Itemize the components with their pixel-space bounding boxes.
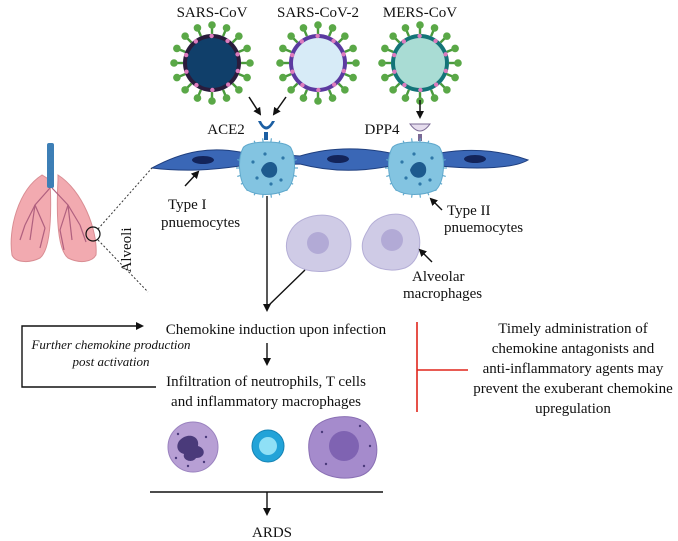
sars-cov-2-to-ace2-arrow [272, 96, 287, 116]
type-i-nucleus-3 [464, 155, 486, 163]
trachea [47, 143, 54, 188]
type-i-nucleus-2 [327, 155, 349, 163]
sars-cov-2-virus-icon [276, 21, 360, 105]
lungs-icon [10, 143, 101, 263]
dpp4-label: DPP4 [364, 122, 400, 138]
type-ii-arrow [429, 197, 443, 211]
dpp4-stalk [418, 134, 422, 141]
type-ii-label-line1: Type II [447, 203, 491, 219]
sars-cov-to-ace2-arrow [248, 96, 262, 116]
macrophage-arrow [418, 248, 433, 263]
infiltration-text-line1: Infiltration of neutrophils, T cells [166, 374, 366, 390]
feedback-loop-arrow [21, 322, 156, 388]
virus-label-mers-cov: MERS-CoV [383, 5, 457, 21]
ards-outcome-text: ARDS [252, 525, 292, 541]
neutrophil-nucleus [177, 435, 204, 461]
type-i-label-line2: pnuemocytes [161, 215, 240, 231]
intervention-line5: upregulation [535, 401, 611, 417]
t-cell-nucleus [259, 437, 277, 455]
alveoli-label: Alveoli [119, 228, 135, 273]
intervention-line2: chemokine antagonists and [492, 341, 655, 357]
chemokine-induction-text: Chemokine induction upon infection [166, 322, 387, 338]
type-ii-pneumocyte-ace2-icon [236, 138, 298, 198]
virus-label-sars-cov: SARS-CoV [177, 5, 248, 21]
mers-cov-virus-icon [378, 21, 462, 105]
intervention-line4: prevent the exuberant chemokine [473, 381, 673, 397]
alveolar-macrophage-1-nucleus [307, 232, 329, 254]
inflammatory-macrophage-nucleus [329, 431, 359, 461]
macrophage-label-line1: Alveolar [412, 269, 464, 285]
virus-label-sars-cov-2: SARS-CoV-2 [277, 5, 359, 21]
feedback-label-line2: post activation [72, 354, 150, 369]
ace2-receptor-icon [258, 121, 275, 130]
right-lung [56, 174, 97, 263]
macrophage-label-line2: macrophages [403, 286, 482, 302]
zoom-line-top [97, 167, 153, 230]
ace2-stalk [264, 132, 268, 140]
bronchial-tree [19, 187, 87, 251]
macrophage-to-chemokine-line [267, 269, 306, 307]
zoom-line-bottom [97, 239, 149, 293]
type-i-nucleus-1 [192, 156, 214, 164]
type-ii-pneumocyte-dpp4-icon [385, 138, 447, 198]
type-ii-label-line2: pnuemocytes [444, 220, 523, 236]
dpp4-receptor-icon [409, 123, 431, 132]
alveolar-macrophage-2-nucleus [381, 229, 403, 251]
infiltration-text-line2: and inflammatory macrophages [171, 394, 361, 410]
feedback-label-line1: Further chemokine production [30, 337, 190, 352]
left-lung [10, 174, 52, 263]
cell-granules [174, 424, 372, 468]
type-i-arrow [184, 170, 200, 187]
sars-cov-virus-icon [170, 21, 254, 105]
alveoli-zoom-circle [85, 226, 101, 242]
intervention-line1: Timely administration of [498, 321, 647, 337]
intervention-line3: anti-inflammatory agents may [483, 361, 664, 377]
ace2-label: ACE2 [207, 122, 245, 138]
alveolar-epithelium [150, 148, 530, 171]
type-i-label-line1: Type I [168, 197, 207, 213]
